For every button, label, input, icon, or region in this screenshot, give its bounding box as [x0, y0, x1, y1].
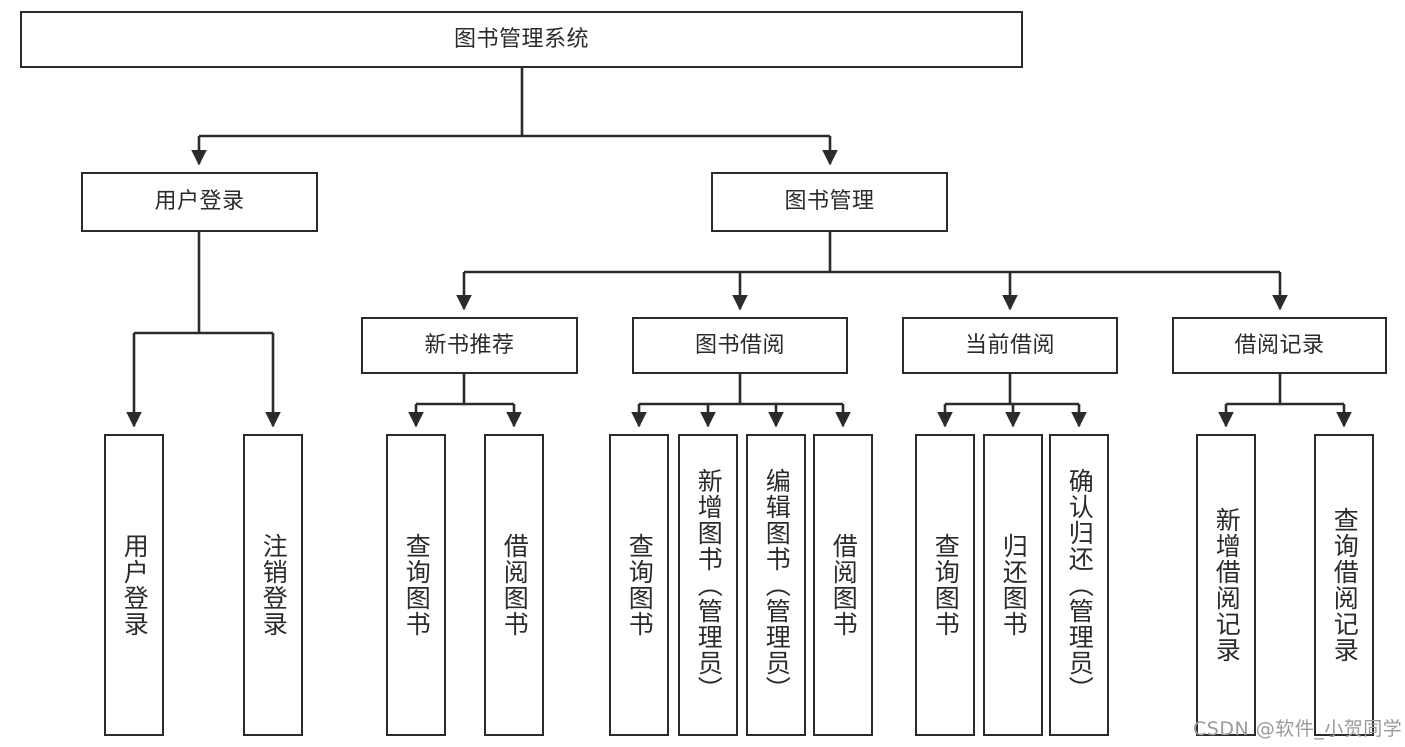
node-leaf-edit-book-label: 编辑图书（管理员）	[762, 468, 792, 702]
node-leaf-add-record-label: 新增借阅记录	[1212, 507, 1242, 663]
node-leaf-query-book-1[interactable]: 查询图书	[386, 434, 446, 736]
node-leaf-edit-book[interactable]: 编辑图书（管理员）	[746, 434, 806, 736]
node-leaf-query-book-3[interactable]: 查询图书	[915, 434, 975, 736]
node-leaf-query-book-3-label: 查询图书	[931, 533, 961, 637]
node-leaf-confirm-return[interactable]: 确认归还（管理员）	[1049, 434, 1109, 736]
node-leaf-query-record[interactable]: 查询借阅记录	[1314, 434, 1374, 736]
node-leaf-query-book-2[interactable]: 查询图书	[609, 434, 669, 736]
node-leaf-query-book-1-label: 查询图书	[402, 533, 432, 637]
node-new-book-rec-label: 新书推荐	[424, 332, 515, 358]
node-leaf-add-record[interactable]: 新增借阅记录	[1196, 434, 1256, 736]
node-borrow-record[interactable]: 借阅记录	[1172, 317, 1387, 374]
node-leaf-logout-label: 注销登录	[259, 533, 289, 637]
node-leaf-query-book-2-label: 查询图书	[625, 533, 655, 637]
node-leaf-add-book[interactable]: 新增图书（管理员）	[678, 434, 738, 736]
node-leaf-logout[interactable]: 注销登录	[243, 434, 303, 736]
node-leaf-query-record-label: 查询借阅记录	[1330, 507, 1360, 663]
node-root[interactable]: 图书管理系统	[20, 11, 1023, 68]
node-book-manage-label: 图书管理	[784, 189, 875, 215]
node-current-borrow-label: 当前借阅	[964, 332, 1055, 358]
edge-group-book-manage	[456, 232, 1288, 311]
node-current-borrow[interactable]: 当前借阅	[902, 317, 1118, 374]
node-new-book-rec[interactable]: 新书推荐	[361, 317, 578, 374]
node-leaf-confirm-return-label: 确认归还（管理员）	[1065, 468, 1095, 702]
node-leaf-add-book-label: 新增图书（管理员）	[694, 468, 724, 702]
edge-group-borrow-record	[1218, 374, 1352, 428]
node-leaf-return-book[interactable]: 归还图书	[983, 434, 1043, 736]
edge-group-new-book-rec	[408, 374, 522, 428]
node-borrow-record-label: 借阅记录	[1234, 332, 1325, 358]
node-leaf-borrow-book-2[interactable]: 借阅图书	[813, 434, 873, 736]
csdn-watermark: CSDN @软件_小贺同学	[1193, 718, 1403, 740]
edge-group-book-borrow	[631, 374, 851, 428]
node-book-manage[interactable]: 图书管理	[711, 172, 948, 232]
node-leaf-return-book-label: 归还图书	[999, 533, 1029, 637]
node-leaf-user-login-label: 用户登录	[120, 533, 150, 637]
node-book-borrow[interactable]: 图书借阅	[632, 317, 848, 374]
node-user-login-label: 用户登录	[154, 189, 245, 215]
edge-group-root	[191, 68, 838, 166]
node-leaf-borrow-book-2-label: 借阅图书	[829, 533, 859, 637]
node-leaf-borrow-book-1[interactable]: 借阅图书	[484, 434, 544, 736]
node-root-label: 图书管理系统	[453, 26, 589, 52]
edge-group-current-borrow	[937, 374, 1087, 428]
node-leaf-user-login[interactable]: 用户登录	[104, 434, 164, 736]
node-book-borrow-label: 图书借阅	[694, 332, 785, 358]
edge-group-user-login	[126, 232, 281, 428]
node-user-login[interactable]: 用户登录	[81, 172, 318, 232]
node-leaf-borrow-book-1-label: 借阅图书	[500, 533, 530, 637]
